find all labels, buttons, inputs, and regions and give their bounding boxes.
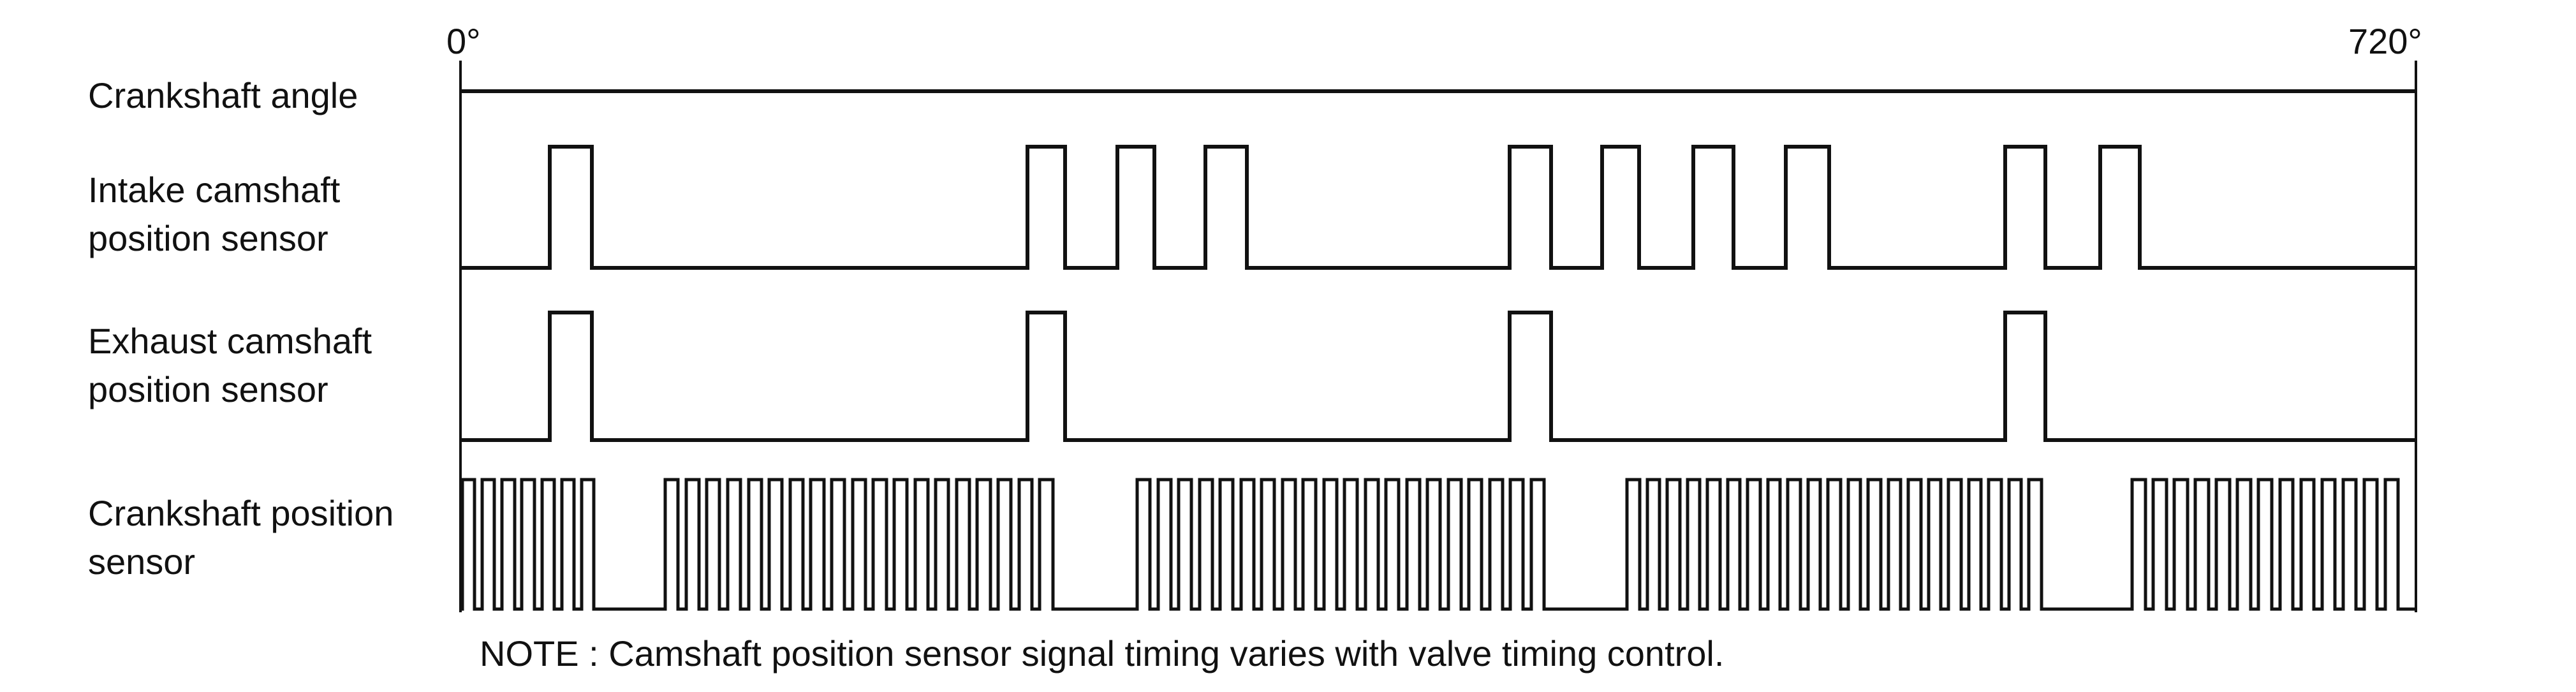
- exhaust-camshaft-label: Exhaust camshaft position sensor: [88, 317, 372, 414]
- intake-camshaft-waveform: [460, 145, 2416, 270]
- crankshaft-position-label-line-1: Crankshaft position: [88, 493, 394, 533]
- crankshaft-angle-label-line-1: Crankshaft angle: [88, 75, 358, 115]
- exhaust-camshaft-waveform: [460, 311, 2416, 442]
- intake-camshaft-label: Intake camshaft position sensor: [88, 166, 340, 263]
- end-angle-label: 720°: [2348, 21, 2422, 61]
- crankshaft-position-label-line-2: sensor: [88, 541, 196, 582]
- crankshaft-position-label: Crankshaft position sensor: [88, 489, 394, 586]
- crankshaft-position-waveform: [460, 478, 2416, 611]
- intake-camshaft-label-line-2: position sensor: [88, 218, 328, 258]
- exhaust-camshaft-label-line-2: position sensor: [88, 369, 328, 409]
- start-angle-label: 0°: [446, 21, 481, 61]
- exhaust-camshaft-label-line-1: Exhaust camshaft: [88, 321, 372, 361]
- intake-camshaft-label-line-1: Intake camshaft: [88, 170, 341, 210]
- crankshaft-angle-label: Crankshaft angle: [88, 71, 358, 120]
- timing-note: NOTE : Camshaft position sensor signal t…: [480, 633, 1725, 674]
